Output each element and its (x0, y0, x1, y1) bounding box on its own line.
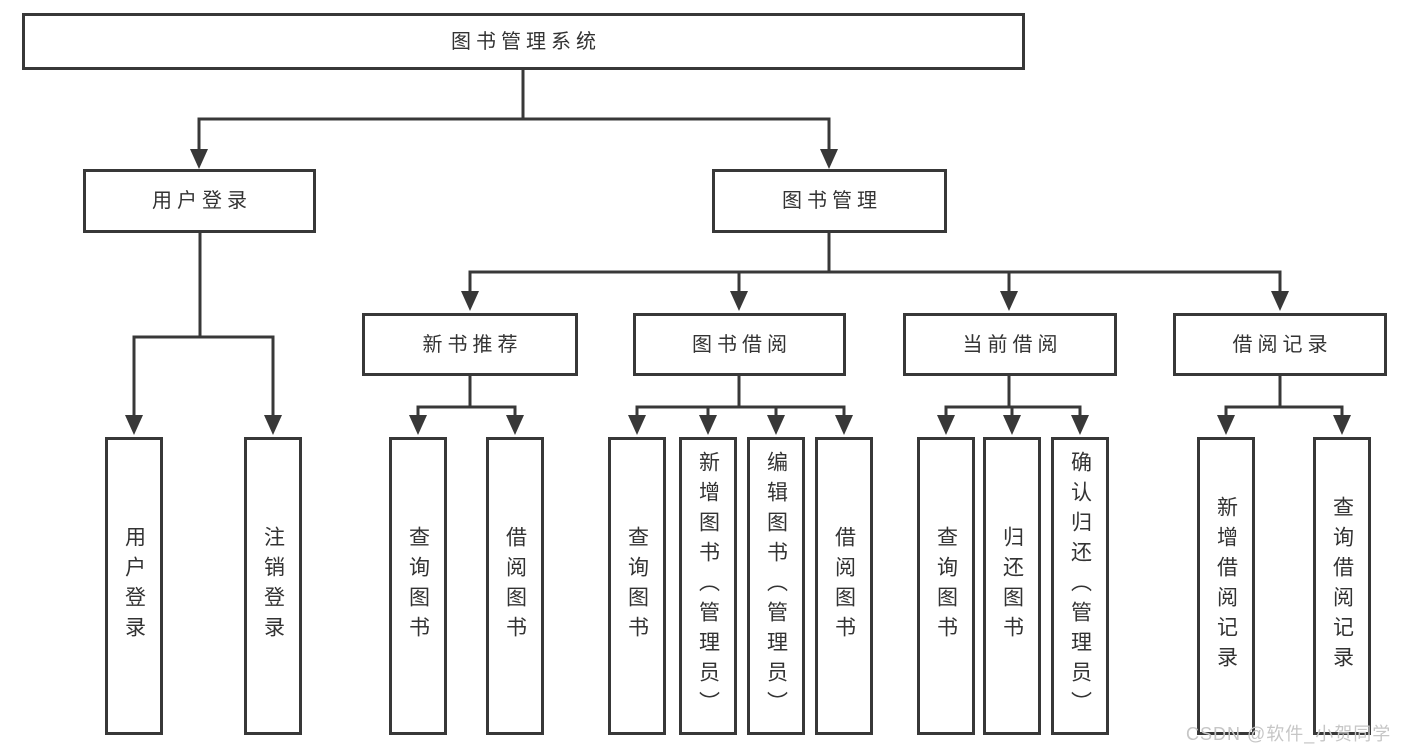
node-borrow-records: 借阅记录 (1173, 313, 1387, 376)
leaf-query-borrow-record: 查询借阅记录 (1313, 437, 1371, 735)
leaf-add-book-admin-label: 新增图书（管理员） (696, 451, 720, 721)
leaf-borrow-books-borrow-label: 借阅图书 (832, 526, 856, 646)
leaf-borrow-books-borrow: 借阅图书 (815, 437, 873, 735)
watermark: CSDN @软件_小贺同学 (1186, 724, 1392, 744)
connector-book-borrow-to-leaves (628, 376, 853, 435)
leaf-return-book: 归还图书 (983, 437, 1041, 735)
node-user-login-label: 用户登录 (152, 190, 252, 212)
node-current-borrow: 当前借阅 (903, 313, 1117, 376)
leaf-user-login-label: 用户登录 (122, 526, 146, 646)
node-book-borrow: 图书借阅 (633, 313, 846, 376)
connector-current-borrow-to-leaves (937, 376, 1089, 435)
connector-book-management-to-level3 (461, 233, 1289, 311)
node-book-management-label: 图书管理 (782, 190, 882, 212)
leaf-query-books-recommend-label: 查询图书 (406, 526, 430, 646)
node-new-book-recommend: 新书推荐 (362, 313, 578, 376)
leaf-logout: 注销登录 (244, 437, 302, 735)
node-book-management: 图书管理 (712, 169, 947, 233)
leaf-query-borrow-record-label: 查询借阅记录 (1330, 496, 1354, 676)
leaf-add-borrow-record: 新增借阅记录 (1197, 437, 1255, 735)
node-root-label: 图书管理系统 (451, 30, 601, 53)
leaf-query-books-current-label: 查询图书 (934, 526, 958, 646)
connector-root-to-level2 (190, 70, 838, 169)
node-root: 图书管理系统 (22, 13, 1025, 70)
connector-new-book-recommend-to-leaves (409, 376, 524, 435)
node-new-book-recommend-label: 新书推荐 (422, 333, 523, 356)
node-borrow-records-label: 借阅记录 (1232, 333, 1333, 356)
leaf-borrow-books-recommend-label: 借阅图书 (503, 526, 527, 646)
leaf-user-login: 用户登录 (105, 437, 163, 735)
leaf-return-book-label: 归还图书 (1000, 526, 1024, 646)
leaf-edit-book-admin-label: 编辑图书（管理员） (764, 451, 788, 721)
leaf-edit-book-admin: 编辑图书（管理员） (747, 437, 805, 735)
leaf-add-borrow-record-label: 新增借阅记录 (1214, 496, 1238, 676)
node-user-login: 用户登录 (83, 169, 316, 233)
leaf-query-books-current: 查询图书 (917, 437, 975, 735)
connector-borrow-records-to-leaves (1217, 376, 1351, 435)
node-book-borrow-label: 图书借阅 (692, 333, 792, 356)
leaf-query-books-borrow: 查询图书 (608, 437, 666, 735)
leaf-add-book-admin: 新增图书（管理员） (679, 437, 737, 735)
leaf-confirm-return-admin: 确认归还（管理员） (1051, 437, 1109, 735)
leaf-logout-label: 注销登录 (261, 526, 285, 646)
leaf-query-books-borrow-label: 查询图书 (625, 526, 649, 646)
connector-user-login-to-leaves (125, 233, 282, 435)
leaf-query-books-recommend: 查询图书 (389, 437, 447, 735)
leaf-borrow-books-recommend: 借阅图书 (486, 437, 544, 735)
leaf-confirm-return-admin-label: 确认归还（管理员） (1068, 451, 1092, 721)
node-current-borrow-label: 当前借阅 (962, 333, 1063, 356)
